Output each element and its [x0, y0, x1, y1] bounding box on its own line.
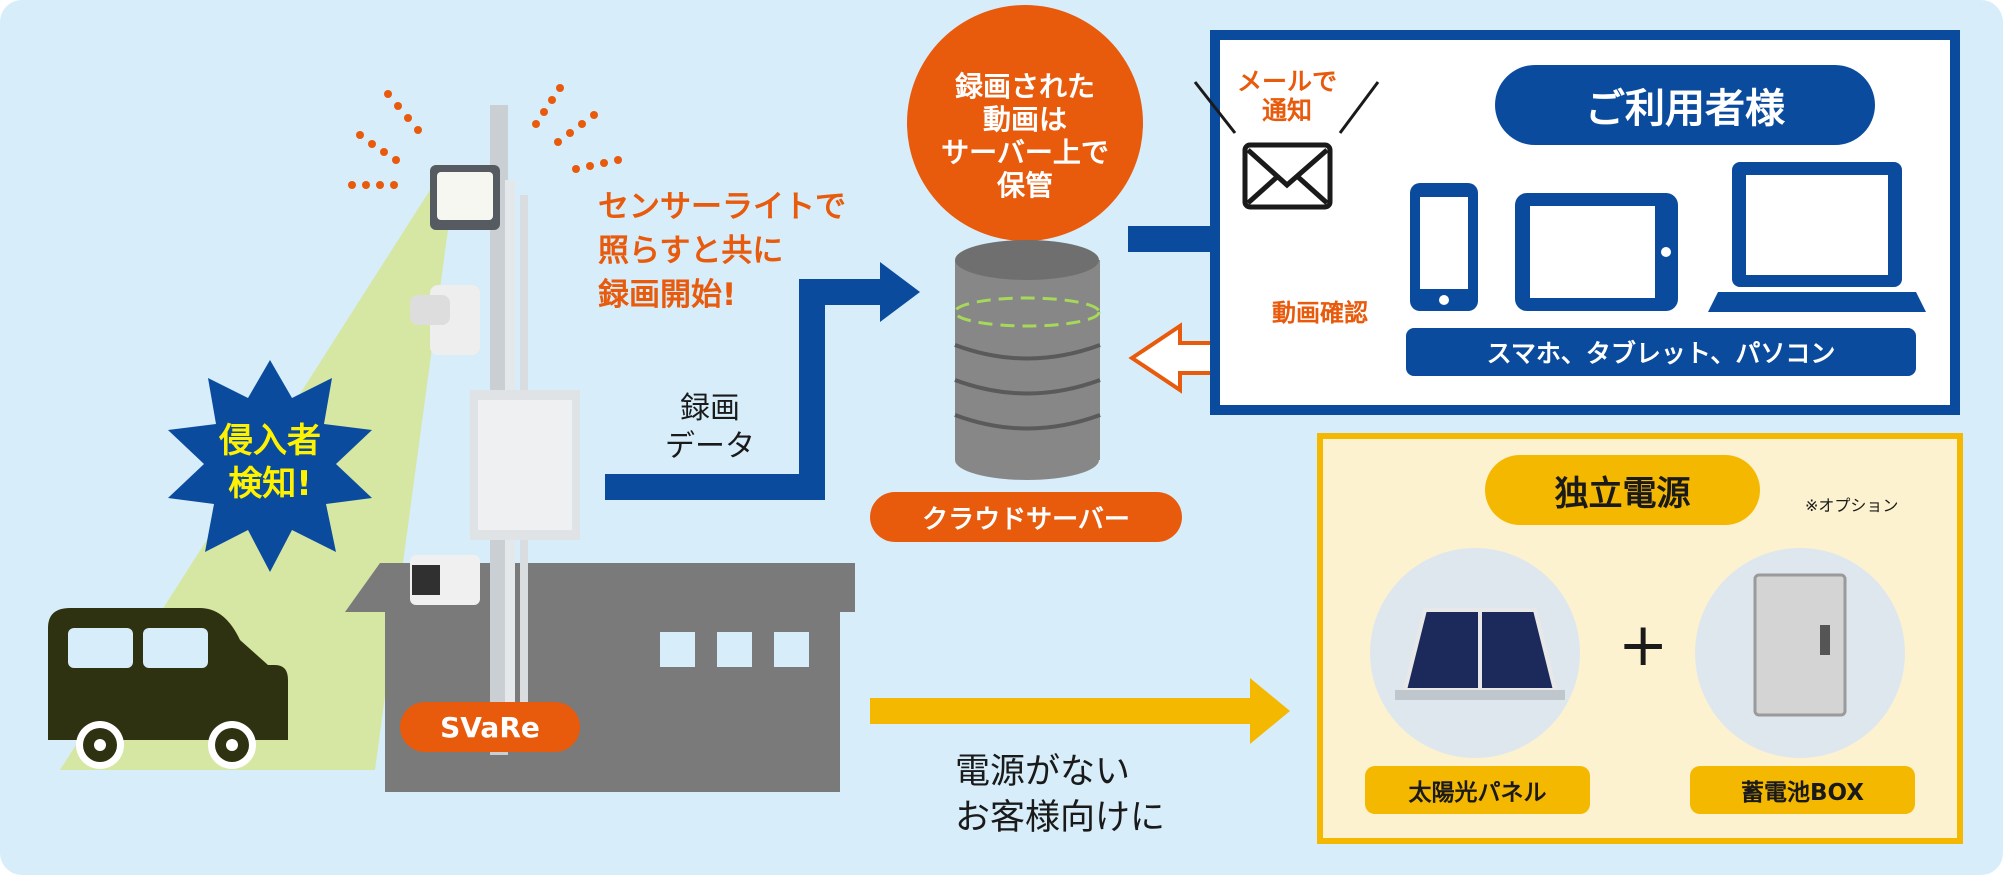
- devices-label: スマホ、タブレット、パソコン: [1486, 339, 1836, 368]
- battery-box-icon: [1695, 548, 1905, 758]
- car-icon: [48, 608, 288, 769]
- option-note: ※オプション: [1805, 496, 1899, 515]
- svare-device-icon: [410, 105, 580, 755]
- devices-label-bar: [1406, 328, 1916, 376]
- solar-label-pill: [1365, 766, 1590, 814]
- intruder-alert-starburst: [168, 360, 372, 572]
- users-title-pill: [1495, 65, 1875, 145]
- solar-panel-icon: [1370, 548, 1580, 758]
- video-check-label: 動画確認: [1272, 299, 1368, 327]
- battery-label-pill: [1690, 766, 1915, 814]
- battery-box-label: 蓄電池BOX: [1741, 780, 1864, 806]
- storage-note-text: 録画された 動画は サーバー上で 保管: [941, 70, 1109, 203]
- mail-icon: [1193, 81, 1380, 210]
- cloud-server-label: クラウドサーバー: [922, 504, 1130, 535]
- solar-panel-label: 太陽光パネル: [1408, 780, 1547, 806]
- intruder-detected-label: 侵入者 検知!: [219, 421, 321, 504]
- tablet-icon: [1515, 193, 1678, 311]
- power-title: 独立電源: [1554, 473, 1691, 514]
- cloud-server-label-pill: [870, 492, 1182, 542]
- svare-label-pill: [400, 702, 580, 752]
- sensor-light-note: センサーライトで 照らすと共に 録画開始!: [598, 189, 846, 314]
- no-power-note: 電源がない お客様向けに: [955, 752, 1166, 838]
- storage-note-bubble: [907, 5, 1143, 241]
- power-arrowhead: [1250, 678, 1290, 744]
- recording-data-arrowhead: [880, 262, 920, 322]
- power-title-pill: [1485, 455, 1760, 525]
- smartphone-icon: [1410, 183, 1478, 311]
- users-title: ご利用者様: [1585, 86, 1785, 132]
- mail-notification-label: メールで 通知: [1236, 67, 1337, 125]
- power-arrow: [870, 698, 1255, 724]
- light-rays-icon: [348, 84, 622, 189]
- plus-sign: +: [1618, 610, 1669, 680]
- recording-data-label: 録画 データ: [665, 391, 755, 464]
- recording-data-arrow: [605, 279, 885, 500]
- svare-label: SVaRe: [440, 710, 540, 744]
- laptop-icon: [1708, 162, 1926, 312]
- cloud-server-icon: [953, 240, 1101, 480]
